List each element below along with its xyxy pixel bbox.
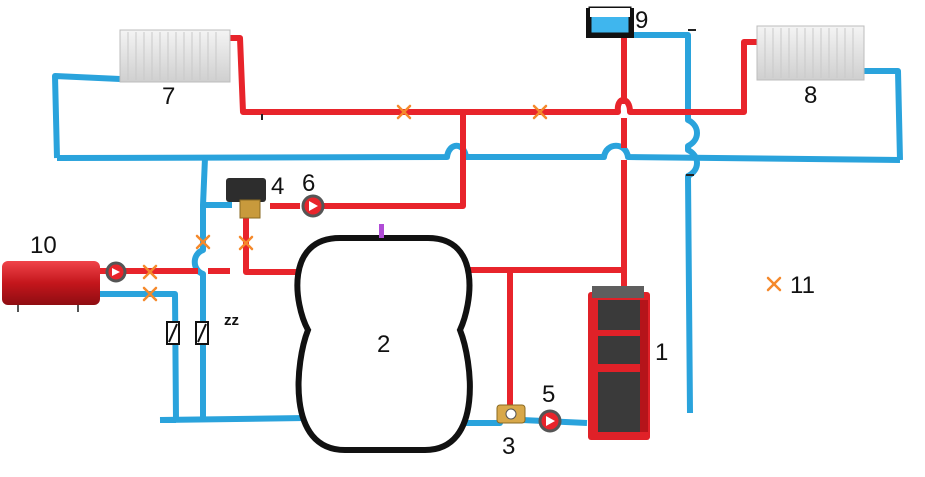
shutoff-valve-icon [238,235,254,251]
radiator-8-number: 8 [804,82,817,109]
radiator-7-number: 7 [162,83,175,110]
boiler-number: 1 [655,339,668,366]
cold-pipes [52,32,903,426]
water-heater-number: 10 [30,232,57,259]
cold-pipe-bottom [159,415,306,423]
water-heater: 10 [2,232,100,312]
buffer-tank: 2 [294,224,473,453]
circulation-pump-icon [105,261,127,283]
cold-pipe-return-header [56,142,901,163]
cold-pipe-radiator-7-return [52,73,121,159]
pump-5-number: 5 [542,381,555,408]
cold-pipe-radiator-8-return [862,68,903,161]
circulation-pump-icon: 5 [538,381,562,433]
mixing-valve-number: 3 [502,433,515,460]
tank-vent-icon [379,224,384,238]
radiator-8: 8 [756,25,865,109]
hot-pipe-zone-supply [243,218,305,275]
shutoff-valve-icon [396,104,412,120]
legend-valve-number: 11 [790,272,815,299]
check-valves-label: zz [224,312,239,329]
shutoff-valve-icon [195,234,211,250]
expansion-tank: 9 [586,6,648,38]
pipe-stubs [261,29,696,176]
zone-valve: 4 [226,173,284,219]
shutoff-valve-icon [142,286,158,302]
mixing-valve: 3 [496,404,526,460]
circulation-pump-icon: 6 [301,170,325,218]
solid-fuel-boiler: 1 [588,286,668,440]
shutoff-valve-icon [532,104,548,120]
check-valves: zz [166,312,239,345]
tank-number: 2 [377,331,390,358]
hot-pipe-tank-to-boiler [462,267,627,290]
buffer-tank-body [294,235,473,453]
cold-pipe-drop [191,157,208,420]
hot-pipe-radiator-7-supply [230,35,757,115]
radiator-7: 7 [119,29,231,110]
expansion-tank-number: 9 [635,7,648,34]
shutoff-valves [142,104,782,302]
shutoff-valve-icon [766,276,782,292]
hot-pipe-riser-supply [322,112,466,209]
pump-6-number: 6 [302,170,315,197]
zone-valve-number: 4 [271,173,284,200]
cold-pipe-heater [100,291,179,421]
shutoff-valve-icon [142,264,158,280]
cold-pipe-expansion [632,32,700,414]
